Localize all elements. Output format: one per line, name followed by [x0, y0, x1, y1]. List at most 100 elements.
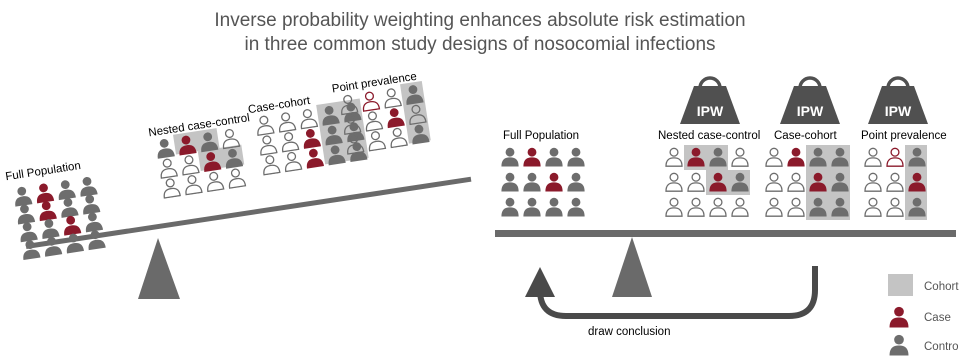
control-person-icon: [42, 235, 63, 257]
unselected-person-icon: [687, 197, 705, 217]
control-person-icon: [77, 175, 98, 197]
left-scale: Full Population Nested case-control Case…: [5, 71, 472, 299]
unsampled-case-person-icon: [886, 147, 904, 167]
control-person-icon: [501, 197, 519, 217]
unselected-person-icon: [388, 126, 408, 149]
curved-arrow-icon: [525, 266, 818, 319]
unselected-person-icon: [279, 130, 300, 153]
control-person-icon: [523, 172, 541, 192]
weight-icon: IPW: [868, 76, 928, 124]
case-person-icon: [787, 147, 805, 167]
control-person-icon: [56, 179, 76, 201]
legend-cohort-label: Cohort: [924, 281, 959, 293]
unselected-person-icon: [864, 197, 882, 217]
unselected-person-icon: [204, 170, 225, 193]
unselected-person-icon: [665, 172, 683, 192]
unselected-person-icon: [709, 197, 727, 217]
unselected-person-icon: [765, 172, 783, 192]
control-person-icon: [12, 185, 33, 207]
case-person-icon: [301, 127, 322, 149]
unselected-person-icon: [282, 150, 303, 173]
weight-label-nested: IPW: [697, 103, 724, 119]
control-person-icon: [523, 197, 541, 217]
right-nested-case-control-group: [665, 145, 750, 217]
unselected-person-icon: [298, 107, 319, 130]
unselected-person-icon: [182, 173, 203, 196]
unselected-person-icon: [276, 111, 297, 133]
right-label-point-prevalence: Point prevalence: [861, 130, 947, 142]
right-full-population-group: [501, 147, 585, 217]
unselected-person-icon: [864, 147, 882, 167]
unselected-person-icon: [226, 167, 247, 189]
control-person-icon: [17, 221, 38, 243]
legend-cohort-swatch: [888, 274, 913, 296]
unselected-person-icon: [366, 130, 387, 152]
scale-beam: [25, 176, 472, 249]
scale-beam-balanced: [495, 230, 956, 237]
control-person-icon: [80, 193, 101, 215]
unselected-person-icon: [765, 197, 783, 217]
unselected-person-icon: [886, 172, 904, 192]
left-label-case-cohort: Case-cohort: [247, 95, 312, 116]
left-label-full-population: Full Population: [5, 160, 82, 183]
control-person-icon: [58, 196, 79, 218]
right-case-cohort-group: [765, 145, 850, 220]
unselected-person-icon: [158, 157, 178, 179]
weight-icon: IPW: [680, 76, 740, 124]
case-person-icon: [523, 147, 541, 167]
unselected-person-icon: [363, 110, 384, 132]
unselected-person-icon: [161, 177, 181, 199]
control-person-icon: [545, 197, 563, 217]
unselected-person-icon: [787, 172, 805, 192]
unselected-person-icon: [864, 172, 882, 192]
title-line-1: Inverse probability weighting enhances a…: [214, 10, 745, 31]
unselected-person-icon: [254, 114, 275, 136]
unselected-person-icon: [687, 172, 705, 192]
left-point-prevalence-group: [338, 80, 431, 155]
fulcrum-icon: [612, 237, 652, 297]
weight-label-case-cohort: IPW: [797, 103, 824, 119]
title-line-2: in three common study designs of nosocom…: [244, 34, 715, 55]
unselected-person-icon: [382, 87, 402, 109]
case-person-icon: [545, 172, 563, 192]
control-person-icon: [39, 217, 60, 239]
legend: Cohort Case Contro: [888, 274, 959, 356]
unselected-person-icon: [731, 197, 749, 217]
control-person-icon: [567, 147, 585, 167]
control-person-icon: [15, 203, 36, 225]
fulcrum-icon: [138, 238, 180, 299]
unselected-person-icon: [765, 147, 783, 167]
case-person-icon: [61, 214, 82, 236]
unselected-person-icon: [179, 154, 200, 176]
control-person-icon: [83, 211, 104, 233]
right-scale: Full Population Nested case-control Case…: [495, 76, 956, 338]
unselected-person-icon: [731, 147, 749, 167]
weight-icon: IPW: [780, 76, 840, 124]
control-person-icon: [567, 197, 585, 217]
legend-control-label: Contro: [924, 341, 959, 353]
control-person-icon: [567, 172, 585, 192]
left-case-cohort-group: [254, 98, 369, 176]
case-person-icon: [385, 107, 405, 129]
unselected-person-icon: [787, 197, 805, 217]
unsampled-case-person-icon: [360, 90, 381, 112]
unselected-person-icon: [260, 154, 281, 176]
arrow-label: draw conclusion: [588, 326, 670, 338]
legend-case-label: Case: [924, 312, 951, 324]
legend-case-icon: [889, 306, 909, 328]
right-label-case-cohort: Case-cohort: [774, 130, 837, 142]
cohort-shade: [806, 145, 850, 220]
control-person-icon: [64, 232, 84, 254]
legend-control-icon: [889, 334, 909, 356]
control-person-icon: [501, 172, 519, 192]
control-person-icon: [20, 238, 41, 261]
left-nested-case-control-group: [155, 127, 247, 199]
unselected-person-icon: [665, 197, 683, 217]
right-label-nested-case-control: Nested case-control: [658, 130, 760, 142]
right-label-full-population: Full Population: [503, 130, 579, 142]
case-person-icon: [37, 200, 57, 222]
case-person-icon: [304, 147, 324, 169]
right-point-prevalence-group: [864, 145, 927, 220]
control-person-icon: [545, 147, 563, 167]
